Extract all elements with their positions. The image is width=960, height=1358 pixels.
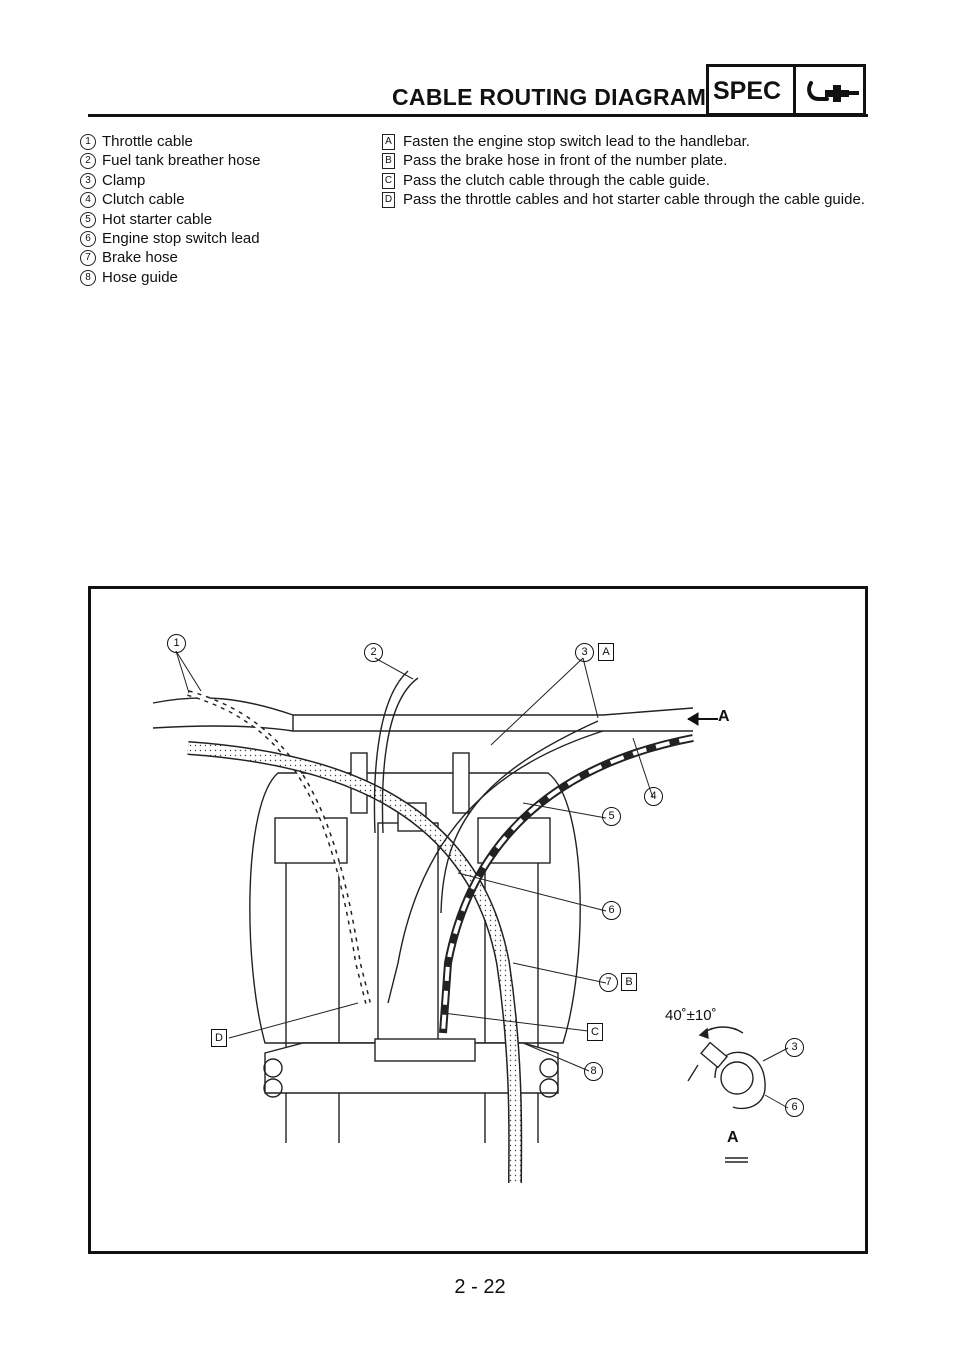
detail-view-label: A	[727, 1129, 739, 1146]
callout-a: A	[598, 643, 614, 661]
view-arrow	[687, 712, 718, 726]
callout-3: 3	[575, 643, 594, 662]
instructions-legend: A Fasten the engine stop switch lead to t…	[382, 132, 868, 210]
instruction-text: Pass the throttle cables and hot starter…	[403, 191, 865, 209]
callout-6: 6	[602, 901, 621, 920]
legend-label: Engine stop switch lead	[102, 230, 260, 248]
instruction-letter: B	[382, 153, 395, 170]
legend-item: 7 Brake hose	[80, 248, 340, 267]
fuel-tank-breather-hose	[381, 677, 419, 834]
legend-item: 8 Hose guide	[80, 268, 340, 287]
hot-starter-cable	[387, 730, 604, 1004]
instruction-item: D Pass the throttle cables and hot starte…	[382, 190, 868, 209]
callout-b: B	[621, 973, 637, 991]
lower-bracket	[263, 1038, 559, 1098]
view-arrow-label: A	[718, 708, 730, 725]
instruction-item: C Pass the clutch cable through the cable…	[382, 171, 868, 190]
detail-view	[687, 1026, 766, 1163]
legend-number: 8	[80, 269, 96, 286]
legend-label: Hose guide	[102, 268, 178, 286]
number-plate	[249, 772, 581, 1044]
left-fork-tube	[274, 817, 348, 1143]
legend-number: 2	[80, 153, 96, 170]
legend-number: 4	[80, 192, 96, 209]
legend-number: 1	[80, 134, 96, 150]
spec-badge: SPEC	[706, 64, 866, 116]
legend-item: 1 Throttle cable	[80, 132, 340, 151]
legend-label: Hot starter cable	[102, 210, 213, 228]
instruction-letter: D	[382, 192, 395, 209]
legend-item: 2 Fuel tank breather hose	[80, 151, 340, 170]
parts-legend: 1 Throttle cable 2 Fuel tank breather hose…	[80, 132, 340, 287]
page-number: 2 - 22	[454, 1276, 506, 1298]
callout-6-detail: 6	[785, 1098, 804, 1117]
legend-number: 7	[80, 250, 96, 267]
angle-spec-label: 40˚±10˚	[665, 1007, 717, 1024]
instruction-item: B Pass the brake hose in front of the num…	[382, 151, 868, 170]
page-title: CABLE ROUTING DIAGRAM	[392, 84, 707, 110]
instruction-text: Pass the clutch cable through the cable …	[403, 171, 710, 189]
wrench-icon	[807, 81, 859, 102]
callout-3-detail: 3	[785, 1038, 804, 1057]
legend-item: 3 Clamp	[80, 171, 340, 190]
engine-stop-switch-lead	[440, 720, 599, 914]
instruction-text: Pass the brake hose in front of the numb…	[403, 152, 728, 170]
instruction-text: Fasten the engine stop switch lead to th…	[403, 133, 750, 150]
diagram-illustration	[152, 650, 789, 1184]
legend-label: Clutch cable	[102, 191, 185, 209]
cable-routing-diagram: 1 2 3 A A 4 5 6 7 B D C 8 40˚±10˚ 3 6 A	[88, 586, 868, 1254]
callout-2: 2	[364, 643, 383, 662]
callout-1: 1	[167, 634, 186, 653]
header-rule	[88, 114, 868, 117]
legend-item: 4 Clutch cable	[80, 190, 340, 209]
instruction-letter: C	[382, 172, 395, 189]
callout-8: 8	[584, 1062, 603, 1081]
instruction-item: A Fasten the engine stop switch lead to t…	[382, 132, 868, 151]
leader-lines	[175, 650, 789, 1109]
legend-item: 5 Hot starter cable	[80, 210, 340, 229]
legend-label: Throttle cable	[102, 133, 193, 150]
spec-divider	[793, 67, 796, 113]
handlebar	[152, 697, 694, 732]
legend-label: Clamp	[102, 171, 146, 189]
callout-c: C	[587, 1023, 603, 1041]
spec-label: SPEC	[713, 77, 782, 105]
callout-4: 4	[644, 787, 663, 806]
callout-7: 7	[599, 973, 618, 992]
legend-item: 6 Engine stop switch lead	[80, 229, 340, 248]
legend-number: 3	[80, 172, 96, 189]
legend-number: 6	[80, 231, 96, 248]
legend-number: 5	[80, 211, 96, 228]
legend-label: Fuel tank breather hose	[102, 152, 261, 170]
instruction-letter: A	[382, 134, 395, 150]
callout-d: D	[211, 1029, 227, 1047]
callout-5: 5	[602, 807, 621, 826]
legend-label: Brake hose	[102, 249, 178, 267]
